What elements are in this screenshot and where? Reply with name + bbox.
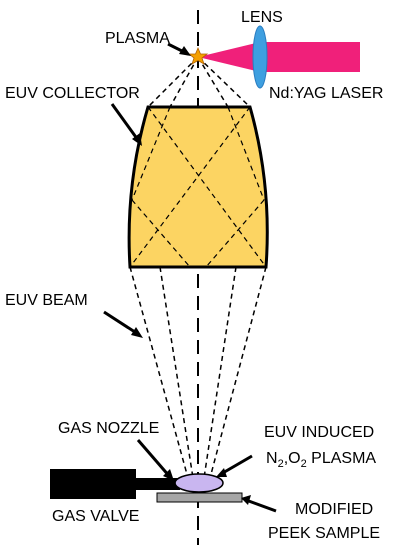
induced-plasma-shape — [174, 473, 224, 493]
induced-label-line1: EUV INDUCED — [264, 424, 374, 441]
induced-arrow — [220, 454, 253, 476]
beam-arrow — [103, 310, 139, 336]
gas-nozzle-shape — [136, 478, 180, 490]
collector-arrow — [110, 103, 140, 141]
collector-label: EUV COLLECTOR — [5, 85, 140, 102]
induced-n: N — [266, 450, 278, 467]
plasma-star-icon — [187, 46, 209, 65]
laser-label: Nd:YAG LASER — [269, 85, 383, 102]
induced-label-line2: N2,O2 PLASMA — [266, 450, 376, 470]
beam-label: EUV BEAM — [5, 292, 88, 309]
peek-label: PEEK SAMPLE — [268, 525, 380, 542]
sample-arrow — [245, 498, 277, 513]
laser-beam — [198, 42, 360, 72]
gas-valve-label: GAS VALVE — [52, 508, 139, 525]
plasma-label: PLASMA — [105, 30, 170, 47]
nozzle-arrow — [136, 439, 172, 478]
induced-sub-b: 2 — [301, 458, 307, 470]
euv-collector-body — [127, 105, 269, 269]
collector-input-rays — [147, 56, 251, 108]
induced-sub-a: 2 — [278, 458, 284, 470]
arrow-heads — [131, 46, 251, 505]
lens-shape — [252, 25, 268, 89]
lens-label: LENS — [241, 9, 283, 26]
collector-internal-rays — [129, 106, 267, 268]
gas-nozzle-label: GAS NOZZLE — [58, 420, 159, 437]
induced-plasma-word: PLASMA — [307, 450, 377, 467]
euv-beam-rays — [129, 266, 267, 479]
gas-valve-shape — [50, 469, 136, 499]
induced-comma: ,O — [284, 450, 301, 467]
modified-label: MODIFIED — [295, 501, 373, 518]
peek-sample-shape — [156, 492, 243, 503]
